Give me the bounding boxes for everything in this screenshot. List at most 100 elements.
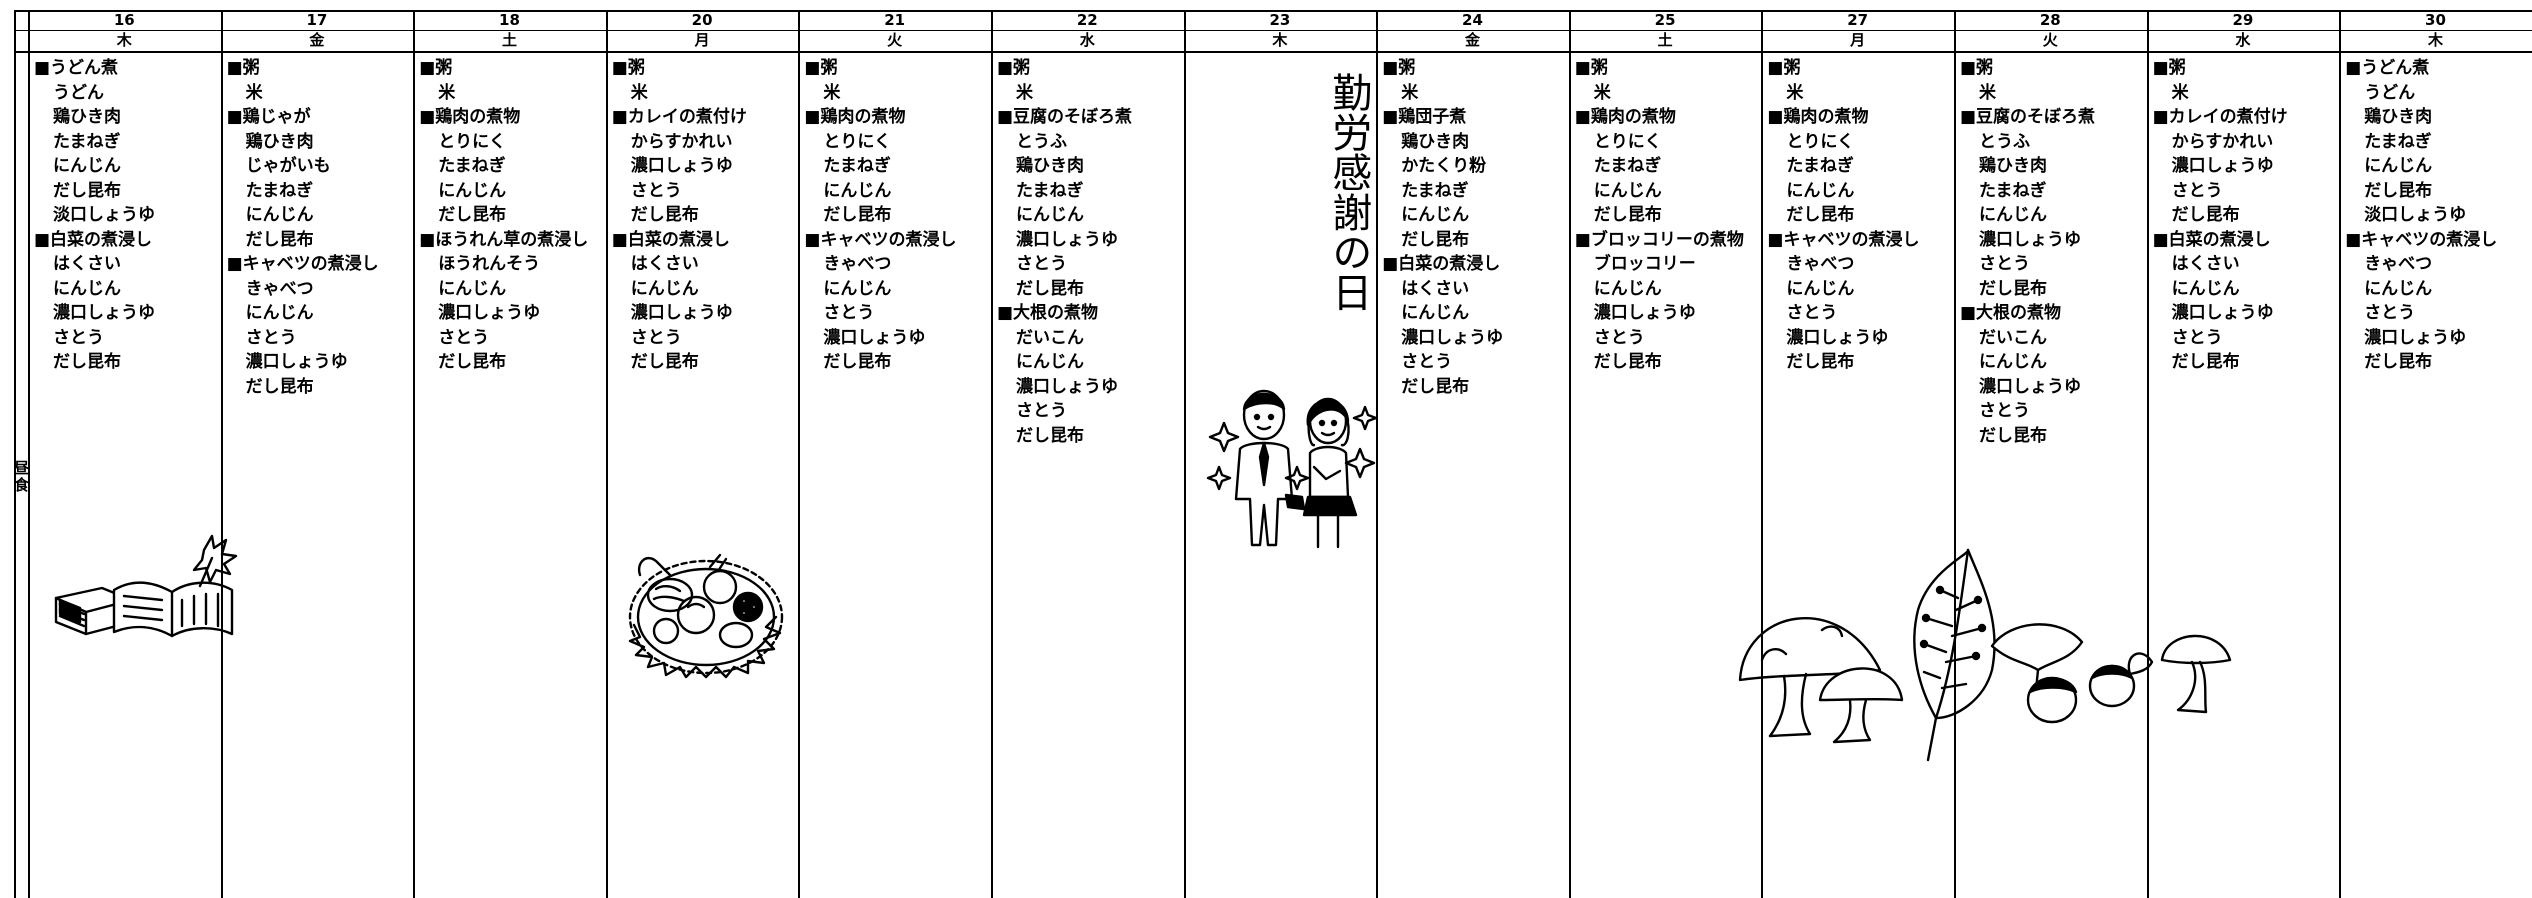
dish-name: ■キャベツの煮浸し — [1767, 229, 1920, 250]
ingredient: 米 — [1593, 82, 1611, 103]
dish-name: ■ほうれん草の煮浸し — [419, 229, 589, 250]
ingredient: さとう — [1786, 303, 1838, 323]
ingredient: うどん — [2364, 82, 2416, 103]
ingredient: たまねぎ — [438, 156, 506, 176]
day-menu: ■粥米■鶏肉の煮物とりにくたまねぎにんじんだし昆布■キャベツの煮浸しきゃべつにん… — [1761, 56, 1954, 375]
ingredient: とりにく — [823, 131, 892, 152]
date-row-divider — [14, 30, 2532, 31]
fruit-basket-illustration — [628, 553, 784, 679]
ingredient: さとう — [1979, 401, 2030, 421]
ingredient: 濃口しょうゆ — [1979, 376, 2081, 397]
ingredient: 濃口しょうゆ — [1016, 229, 1118, 250]
day-date: 30 — [2425, 11, 2446, 29]
ingredient: とうふ — [1016, 131, 1067, 152]
day-menu: ■粥米■カレイの煮付けからすかれい濃口しょうゆさとうだし昆布■白菜の煮浸しはくさ… — [2147, 56, 2340, 375]
label-column-divider — [28, 10, 30, 898]
ingredient: 鶏ひき肉 — [1979, 156, 2047, 176]
ingredient: 濃口しょうゆ — [823, 327, 926, 348]
ingredient: にんじん — [823, 278, 892, 299]
day-menu: ■粥米■豆腐のそぼろ煮とうふ鶏ひき肉たまねぎにんじん濃口しょうゆさとうだし昆布■… — [991, 56, 1184, 448]
ingredient: 鶏ひき肉 — [245, 131, 314, 152]
ingredient: だし昆布 — [630, 205, 699, 225]
day-date: 18 — [499, 11, 520, 29]
ingredient: たまねぎ — [245, 180, 314, 201]
day-weekday: 金 — [1464, 31, 1480, 49]
ingredient: にんじん — [630, 278, 699, 299]
dish-name: ■粥 — [419, 58, 453, 78]
table-left-border — [14, 10, 16, 898]
ingredient: さとう — [245, 327, 297, 348]
dish-name: ■鶏肉の煮物 — [1574, 107, 1676, 127]
ingredient: 米 — [245, 82, 263, 103]
day-menu: ■粥米■鶏じゃが鶏ひき肉じゃがいもたまねぎにんじんだし昆布■キャベツの煮浸しきゃ… — [221, 56, 414, 399]
dish-name: ■鶏団子煮 — [1382, 107, 1467, 127]
ingredient: にんじん — [245, 303, 314, 323]
day-weekday: 土 — [1657, 31, 1673, 49]
ingredient: さとう — [1016, 401, 1067, 421]
dish-name: ■粥 — [1960, 58, 1994, 78]
ingredient: にんじん — [1786, 278, 1855, 299]
ingredient: だし昆布 — [245, 229, 314, 250]
ingredient: さとう — [1401, 352, 1453, 372]
ingredient: 鶏ひき肉 — [2364, 107, 2433, 127]
dish-name: ■粥 — [1767, 58, 1801, 78]
day-weekday: 木 — [2427, 31, 2443, 49]
ingredient: 鶏ひき肉 — [1401, 131, 1470, 152]
ingredient: 濃口しょうゆ — [2171, 303, 2274, 323]
ingredient: だし昆布 — [53, 180, 121, 201]
dish-name: ■豆腐のそぼろ煮 — [1960, 107, 2096, 127]
dish-name: ■鶏肉の煮物 — [1767, 107, 1869, 127]
ingredient: さとう — [823, 303, 875, 323]
dish-name: ■うどん煮 — [34, 58, 119, 78]
ingredient: にんじん — [2364, 278, 2433, 299]
ingredient: 淡口しょうゆ — [2364, 205, 2467, 225]
day-date: 22 — [1076, 11, 1098, 29]
ingredient: 米 — [438, 82, 456, 103]
ingredient: だし昆布 — [2364, 180, 2433, 201]
dish-name: ■白菜の煮浸し — [1382, 254, 1501, 274]
dish-name: ■白菜の煮浸し — [2152, 229, 2271, 250]
day-weekday: 水 — [1079, 31, 1095, 49]
day-date: 16 — [113, 11, 135, 29]
day-menu: ■粥米■豆腐のそぼろ煮とうふ鶏ひき肉たまねぎにんじん濃口しょうゆさとうだし昆布■… — [1954, 56, 2147, 448]
ingredient: はくさい — [53, 254, 121, 274]
day-date: 25 — [1654, 11, 1676, 29]
ingredient: ブロッコリー — [1593, 254, 1696, 274]
dish-name: ■カレイの煮付け — [611, 107, 747, 127]
ingredient: だし昆布 — [2171, 352, 2240, 372]
ingredient: だし昆布 — [53, 352, 121, 372]
column-divider — [1954, 10, 1956, 898]
ingredient: さとう — [1979, 254, 2030, 274]
dish-name: ■粥 — [1574, 58, 1608, 78]
ingredient: だし昆布 — [1979, 425, 2047, 446]
ingredient: だし昆布 — [2171, 205, 2240, 225]
holiday-label: 勤労感謝の日 — [1325, 72, 1372, 312]
day-date: 24 — [1462, 11, 1483, 29]
ingredient: だし昆布 — [438, 205, 507, 225]
ingredient: さとう — [630, 180, 682, 201]
ingredient: 濃口しょうゆ — [1401, 327, 1504, 348]
dish-name: ■鶏肉の煮物 — [419, 107, 521, 127]
ingredient: さとう — [2171, 327, 2223, 348]
day-weekday: 水 — [2235, 31, 2251, 49]
day-date: 28 — [2039, 11, 2061, 29]
ingredient: だし昆布 — [1593, 205, 1662, 225]
ingredient: 濃口しょうゆ — [438, 303, 541, 323]
ingredient: からすかれい — [2171, 131, 2274, 152]
ingredient: 米 — [630, 82, 648, 103]
ingredient: さとう — [1593, 327, 1645, 348]
ingredient: にんじん — [1016, 352, 1084, 372]
ingredient: だし昆布 — [245, 376, 314, 397]
column-divider — [991, 10, 993, 898]
day-date: 27 — [1847, 11, 1869, 29]
ingredient: 濃口しょうゆ — [245, 352, 348, 372]
day-date: 29 — [2232, 11, 2254, 29]
day-date: 20 — [691, 11, 713, 29]
dish-name: ■粥 — [804, 58, 838, 78]
dish-name: ■粥 — [997, 58, 1031, 78]
ingredient: 濃口しょうゆ — [1016, 376, 1118, 397]
ingredient: さとう — [2171, 180, 2223, 201]
ingredient: だし昆布 — [1401, 376, 1470, 397]
autumn-mushroom-illustration — [1738, 548, 2232, 762]
